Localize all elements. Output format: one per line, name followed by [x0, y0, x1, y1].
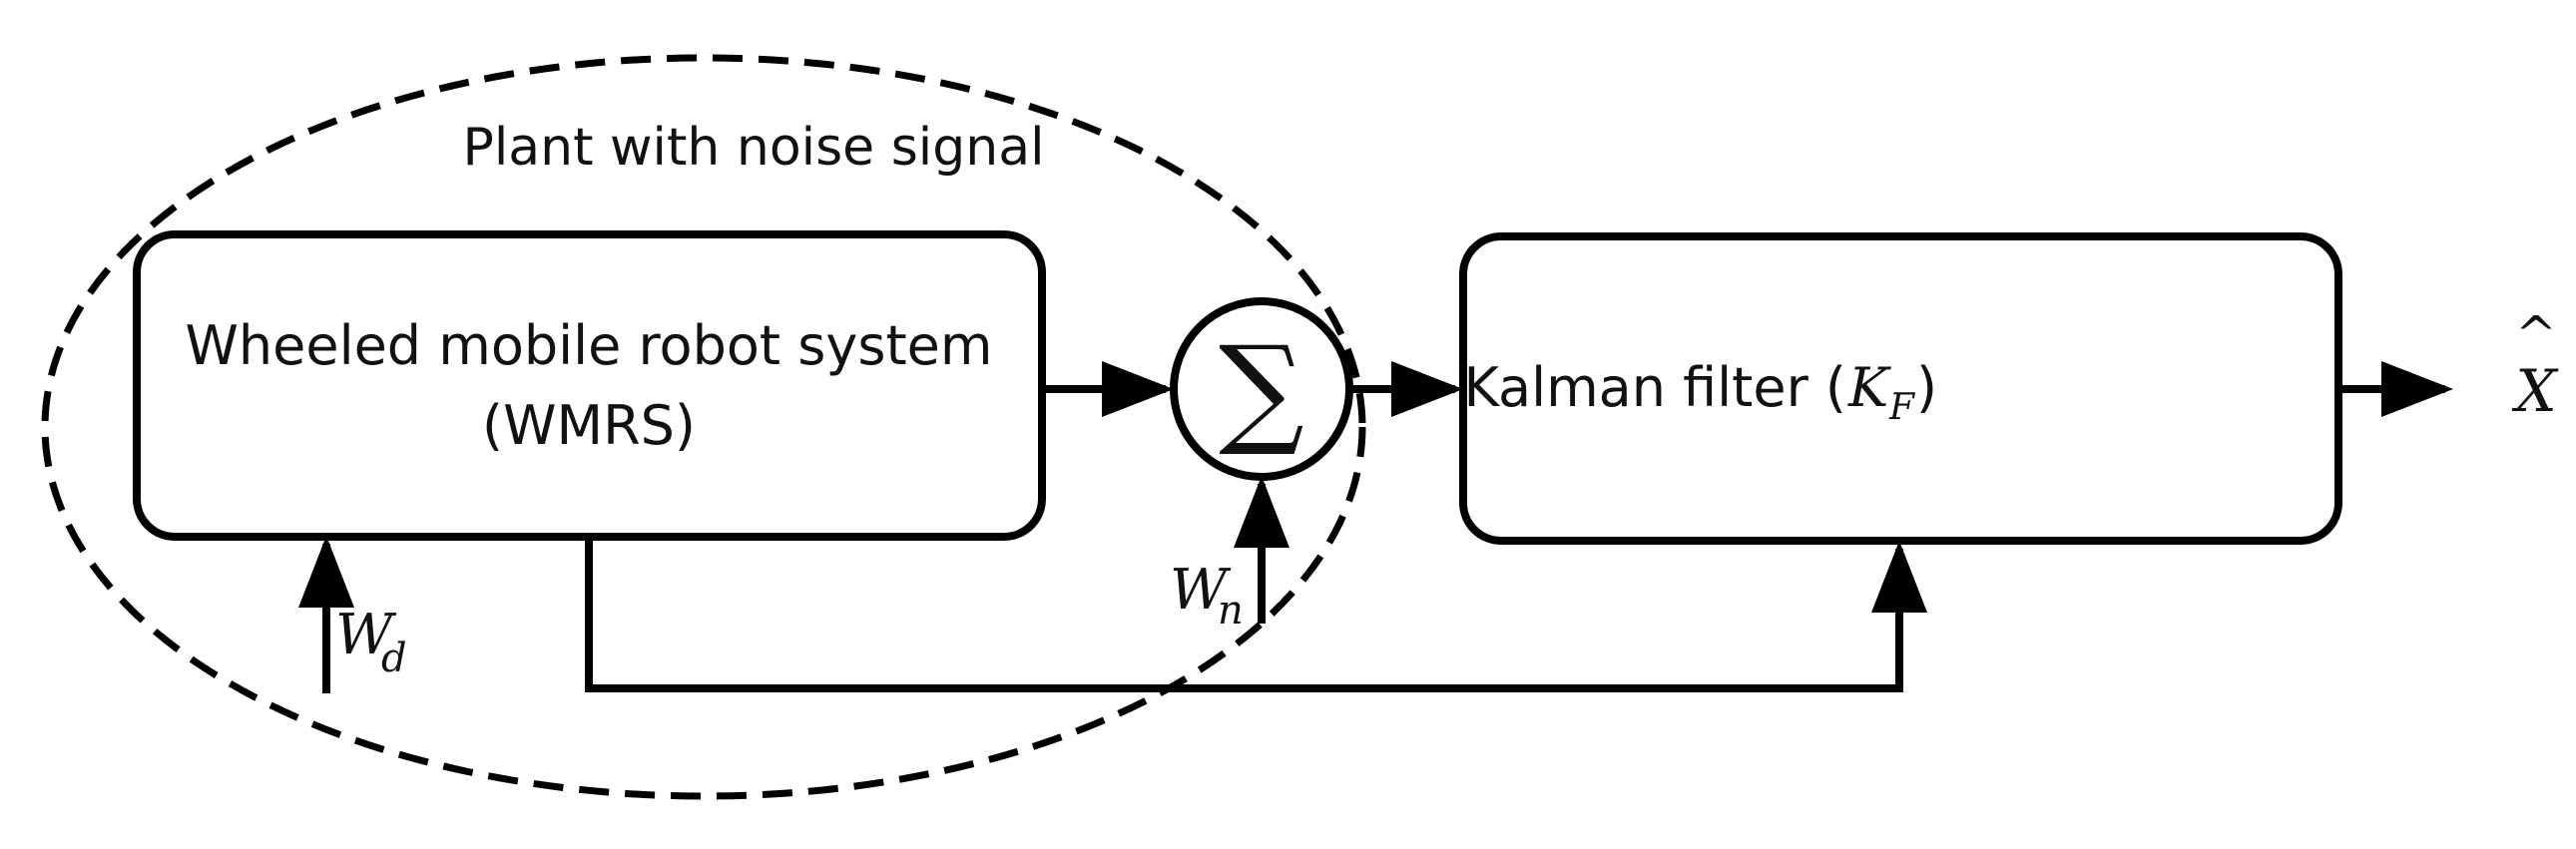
- noise-var: W: [1170, 558, 1232, 623]
- wmrs-label-line2: (WMRS): [482, 394, 696, 457]
- region-label: Plant with noise signal: [462, 118, 1044, 178]
- kalman-filter-close-paren: ): [1916, 356, 1937, 419]
- disturbance-sub: d: [381, 636, 407, 681]
- kalman-gain-sub: F: [1888, 387, 1916, 428]
- summation-symbol: ∑: [1219, 321, 1304, 460]
- disturbance-var: W: [335, 603, 397, 667]
- kalman-gain-var: K: [1847, 356, 1891, 419]
- plant-noise-region-ellipse: [41, 54, 1366, 800]
- feedback-path: [585, 537, 1927, 692]
- wmrs-label-line1: Wheeled mobile robot system: [186, 314, 993, 377]
- output-x: X: [2511, 357, 2559, 425]
- noise-sub: n: [1218, 588, 1244, 634]
- output-hat: ^: [2515, 305, 2557, 363]
- wmrs-block: [133, 230, 1046, 541]
- kalman-filter-label: Kalman filter (: [1464, 356, 1846, 419]
